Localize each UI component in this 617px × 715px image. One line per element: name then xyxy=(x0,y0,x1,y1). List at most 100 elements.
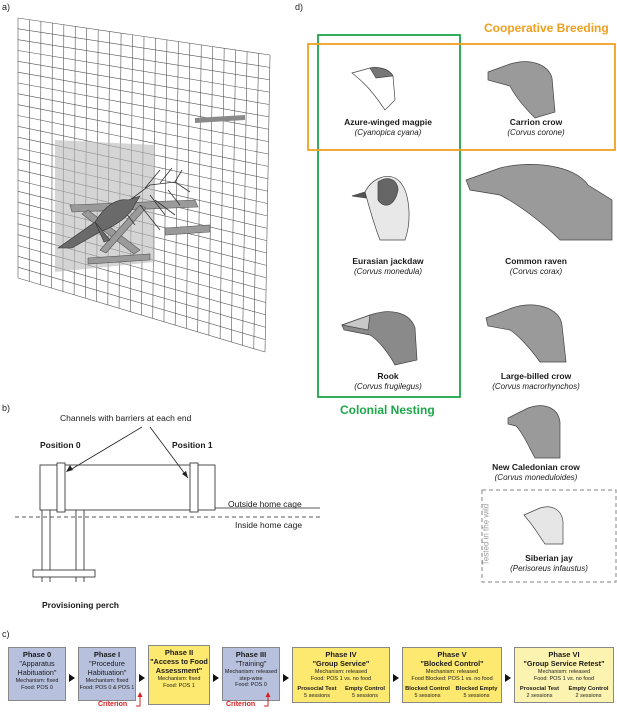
bird-illustrations xyxy=(340,61,613,545)
panel-c-letter: c) xyxy=(2,629,10,639)
bird-latin-name: (Corvus moneduloides) xyxy=(494,473,578,482)
criterion-arrows xyxy=(136,692,271,707)
phase-food: Food: POS 0 xyxy=(235,682,267,689)
phase-title: Phase VI xyxy=(548,650,580,659)
bird-latin-name: (Corvus monedula) xyxy=(353,267,423,276)
bird-name: Azure-winged magpie xyxy=(344,117,432,127)
mesh-line xyxy=(17,115,269,167)
phase-5-box: Phase V "Blocked Control" Mechanism: rel… xyxy=(402,647,502,703)
mesh-line xyxy=(17,17,271,56)
phase-food: Food Blocked: POS 1 vs. no food xyxy=(411,675,493,682)
phase-mechanism: Mechanism: fixed xyxy=(15,678,59,684)
new-caledonian-crow-illustration xyxy=(507,405,561,459)
apparatus-illustration xyxy=(17,17,271,353)
outside-cage-label: Outside home cage xyxy=(228,499,302,509)
bird-latin-name: (Corvus frugilegus) xyxy=(354,382,422,391)
bird-latin-name: (Corvus corax) xyxy=(509,267,563,276)
phase-title: Phase III xyxy=(235,650,267,659)
mesh-line xyxy=(17,39,270,81)
phase-2-box: Phase II "Access to Food Assessment" Mec… xyxy=(148,645,210,705)
apparatus-schematic xyxy=(15,426,320,582)
apparatus-box xyxy=(39,464,216,511)
mesh-line xyxy=(17,82,269,130)
phase-6-box: Phase VI "Group Service Retest" Mechanis… xyxy=(514,647,614,703)
criterion-label-2: Criterion xyxy=(226,701,256,708)
colonial-nesting-label: Colonial Nesting xyxy=(340,403,435,417)
position-1-label: Position 1 xyxy=(172,440,213,450)
arrow-icon xyxy=(505,674,511,682)
subtest-sessions: 5 sessions xyxy=(352,692,378,699)
bird-latin-name: (Cyanopica cyana) xyxy=(354,128,422,137)
phase-name: "Access to Food Assessment" xyxy=(150,657,208,675)
subtest-title: Prosocial Test xyxy=(519,686,560,692)
bird-card-eurasian-jackdaw: Eurasian jackdaw (Corvus monedula) xyxy=(313,256,463,277)
channel-0 xyxy=(56,462,66,513)
phase-food: Food: POS 1 vs. no food xyxy=(533,675,595,682)
subtest-title: Empty Control xyxy=(568,686,609,692)
channel-1 xyxy=(189,462,199,513)
perch-label: Provisioning perch xyxy=(42,600,119,610)
subtest-title: Empty Control xyxy=(345,686,385,692)
mesh-line xyxy=(17,266,266,340)
position-0-label: Position 0 xyxy=(40,440,81,450)
bird-card-carrion-crow: Carrion crow (Corvus corone) xyxy=(461,117,611,138)
species-grouping-frames xyxy=(307,34,617,583)
panel-b-letter: b) xyxy=(2,403,11,413)
colonial-nesting-frame xyxy=(317,34,461,398)
mesh-line xyxy=(17,71,270,118)
channels-label: Channels with barriers at each end xyxy=(60,413,192,423)
phase-name: "Group Service Retest" xyxy=(523,659,605,668)
subtest-title: Blocked Control xyxy=(405,686,450,692)
bird-card-rook: Rook (Corvus frugilegus) xyxy=(313,371,463,392)
phase-food: Food: POS 0 & POS 1 xyxy=(79,684,135,691)
siberian-jay-illustration xyxy=(523,506,564,545)
phase-name: "Procedure Habituation" xyxy=(87,659,127,677)
bird-name: New Caledonian crow xyxy=(492,462,580,472)
bird-card-common-raven: Common raven (Corvus corax) xyxy=(461,256,611,277)
bird-card-new-caledonian-crow: New Caledonian crow (Corvus moneduloides… xyxy=(461,462,611,483)
arrow-icon xyxy=(139,674,145,682)
bird-latin-name: (Corvus macrorhynchos) xyxy=(492,382,580,391)
phase-title: Phase IV xyxy=(325,650,357,659)
mesh-line xyxy=(17,50,270,93)
phase-name: "Apparatus Habituation" xyxy=(17,659,57,677)
arrow-icon xyxy=(283,674,289,682)
phase-1-box: Phase I "Procedure Habituation" Mechanis… xyxy=(78,647,136,701)
bird-card-large-billed-crow: Large-billed crow (Corvus macrorhynchos) xyxy=(461,371,611,392)
panel-d-letter: d) xyxy=(295,2,304,12)
bird-card-azure-winged-magpie: Azure-winged magpie (Cyanopica cyana) xyxy=(313,117,463,138)
phase-mechanism: Mechanism: fixed xyxy=(157,676,201,682)
phase-mechanism: Mechanism: fixed xyxy=(85,678,129,684)
phase-name: "Training" xyxy=(235,659,267,668)
phase-3-box: Phase III "Training" Mechanism: released… xyxy=(222,647,280,701)
bird-card-siberian-jay: Siberian jay (Perisoreus infaustus) xyxy=(474,553,617,574)
phase-0-box: Phase 0 "Apparatus Habituation" Mechanis… xyxy=(8,647,66,701)
arrow-icon xyxy=(213,674,219,682)
mesh-line xyxy=(17,277,266,353)
phase-title: Phase 0 xyxy=(22,650,52,659)
phase-mechanism: Mechanism: released xyxy=(425,669,479,675)
phase-mechanism: Mechanism: released step-wise xyxy=(224,669,278,682)
arrow-icon xyxy=(393,674,399,682)
eurasian-jackdaw-illustration xyxy=(351,176,410,241)
rook-illustration xyxy=(340,311,418,366)
subtest-sessions: 2 sessions xyxy=(575,692,602,699)
bird-name: Rook xyxy=(377,371,399,381)
bird-name: Large-billed crow xyxy=(500,371,572,381)
phase-mechanism: Mechanism: released xyxy=(537,669,591,675)
phase-name: "Group Service" xyxy=(312,659,370,668)
azure-winged-magpie-illustration xyxy=(351,67,396,111)
mesh-line xyxy=(17,28,270,68)
inside-cage-label: Inside home cage xyxy=(235,520,303,530)
bird-name: Carrion crow xyxy=(509,117,563,127)
phase-title: Phase II xyxy=(164,648,194,657)
carrion-crow-illustration xyxy=(487,61,556,119)
large-billed-crow-illustration xyxy=(485,304,567,363)
bird-name: Siberian jay xyxy=(525,553,573,563)
subtest-title: Blocked Empty xyxy=(455,686,498,692)
